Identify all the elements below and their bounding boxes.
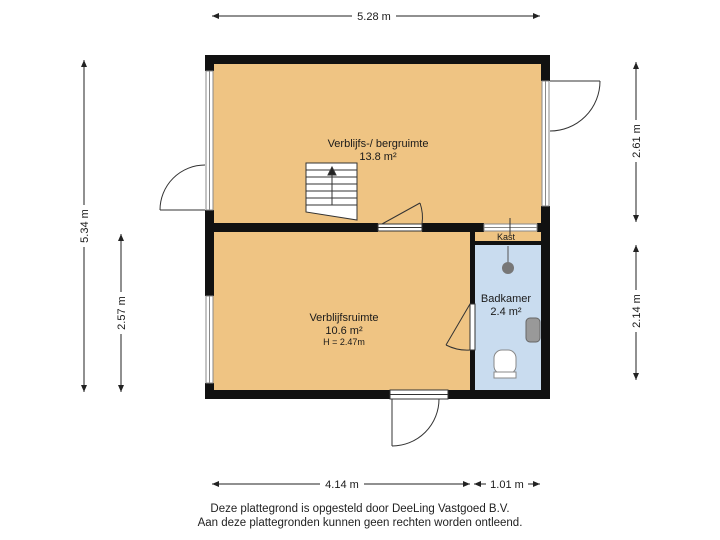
room-closet-name: Kast: [497, 232, 516, 242]
footer-line-2: Aan deze plattegronden kunnen geen recht…: [197, 517, 523, 529]
room-lower-area: 10.6 m²: [325, 325, 363, 337]
dim-bottom-right-width: 1.01 m: [490, 479, 524, 491]
room-bathroom-name: Badkamer: [481, 293, 531, 305]
dim-right-upper-height: 2.61 m: [631, 124, 643, 158]
room-bathroom-area: 2.4 m²: [490, 306, 522, 318]
dim-left-total-height: 5.34 m: [79, 209, 91, 243]
room-lower-height: H = 2.47m: [323, 337, 365, 347]
walls: [205, 55, 550, 399]
room-upper-area: 13.8 m²: [359, 151, 397, 163]
upper-room-floor: [210, 60, 544, 230]
doors: [159, 80, 601, 447]
sink-icon: [525, 317, 541, 343]
staircase: [305, 162, 358, 221]
room-lower-name: Verblijfsruimte: [309, 312, 378, 324]
dim-left-lower-height: 2.57 m: [116, 296, 128, 330]
dim-bottom-left-width: 4.14 m: [325, 479, 359, 491]
lower-room-floor: [210, 230, 470, 396]
dim-right-lower-height: 2.14 m: [631, 294, 643, 328]
footer-line-1: Deze plattegrond is opgesteld door DeeLi…: [210, 503, 510, 515]
toilet-icon: [493, 349, 517, 375]
room-upper-name: Verblijfs-/ bergruimte: [328, 138, 429, 150]
closet-floor: [470, 230, 544, 244]
shower-drain-icon: [502, 262, 514, 274]
dim-top-width: 5.28 m: [357, 11, 391, 23]
bathroom-fixtures: [493, 246, 541, 379]
